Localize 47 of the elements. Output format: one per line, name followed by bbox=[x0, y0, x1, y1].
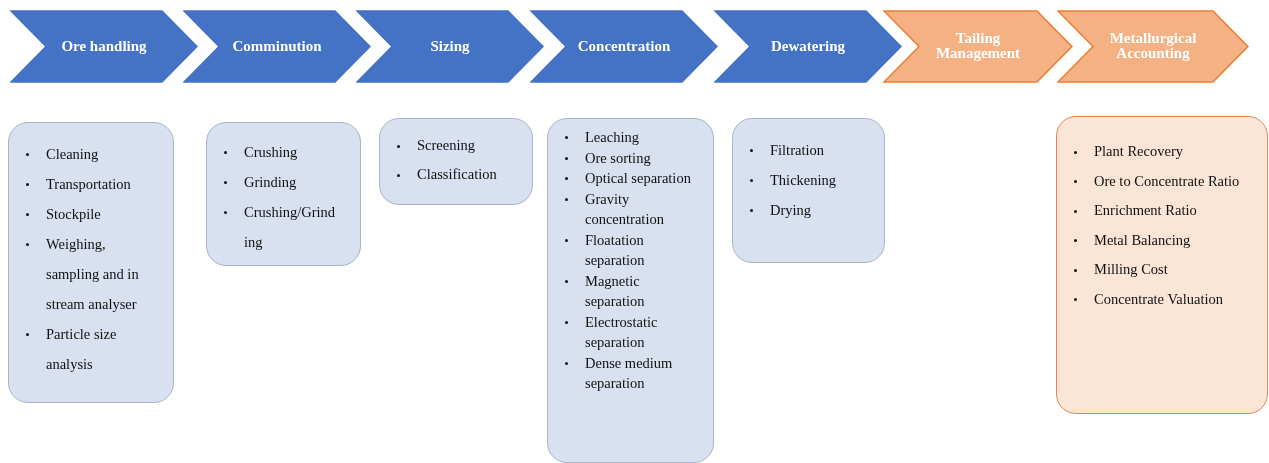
list-item: Particle size analysis bbox=[46, 326, 117, 372]
list-item: Dense medium separation bbox=[585, 354, 673, 391]
process-step bbox=[183, 10, 371, 83]
list-item: Weighing, sampling and in stream analyser bbox=[46, 236, 139, 312]
list-card bbox=[8, 122, 174, 403]
list-item: Ore to Concentrate Ratio bbox=[1094, 172, 1240, 189]
list-item: Enrichment Ratio bbox=[1094, 202, 1197, 218]
list-item: Plant Recovery bbox=[1094, 143, 1183, 159]
list-item: Filtration bbox=[770, 142, 824, 158]
list-card bbox=[1056, 116, 1268, 414]
step-label: Sizing bbox=[429, 38, 471, 55]
list-item: Cleaning bbox=[46, 146, 99, 162]
list-item: Crushing bbox=[244, 144, 298, 160]
list-item: Drying bbox=[770, 202, 812, 218]
list-item: Grinding bbox=[244, 174, 297, 190]
step-label: Concentration bbox=[576, 38, 672, 55]
step-label: Tailing Management bbox=[934, 30, 1022, 63]
list-item: Ore sorting bbox=[585, 149, 651, 166]
process-step bbox=[714, 10, 902, 83]
list-card bbox=[379, 118, 533, 205]
list-item: Stockpile bbox=[46, 206, 101, 222]
list-card bbox=[206, 122, 361, 266]
list-item: Optical separation bbox=[585, 170, 691, 186]
list-item: Metal Balancing bbox=[1094, 231, 1191, 248]
list-item: Electrostatic separation bbox=[585, 313, 658, 350]
process-step bbox=[530, 10, 718, 83]
process-step bbox=[10, 10, 198, 83]
list-item: Magnetic separation bbox=[585, 272, 645, 309]
list-item: Floatation separation bbox=[585, 231, 645, 268]
list-item: Gravity concentration bbox=[585, 190, 664, 227]
list-card bbox=[547, 118, 714, 463]
list-item: Milling Cost bbox=[1094, 261, 1168, 277]
list-card bbox=[732, 118, 885, 263]
step-label: Metallurgical Accounting bbox=[1108, 30, 1198, 63]
step-label: Comminution bbox=[231, 38, 323, 55]
list-item: Classification bbox=[417, 166, 497, 182]
step-label: Dewatering bbox=[769, 38, 847, 55]
process-step bbox=[883, 10, 1073, 83]
list-item: Concentrate Valuation bbox=[1094, 290, 1223, 307]
list-item: Crushing/Grinding bbox=[244, 204, 336, 250]
step-label: Ore handling bbox=[60, 38, 148, 55]
list-item: Transportation bbox=[46, 176, 131, 192]
process-step bbox=[1057, 10, 1249, 83]
list-item: Leaching bbox=[585, 129, 639, 145]
process-step bbox=[356, 10, 544, 83]
list-item: Screening bbox=[417, 137, 475, 153]
list-item: Thickening bbox=[770, 172, 837, 188]
